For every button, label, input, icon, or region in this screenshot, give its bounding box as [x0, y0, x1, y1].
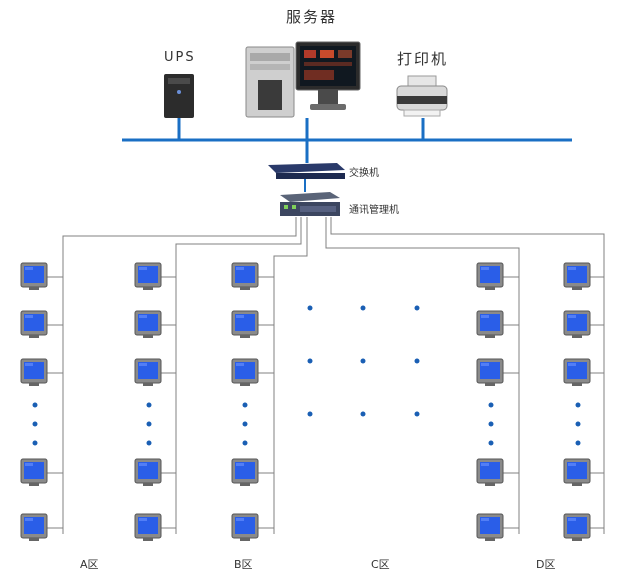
column-ellipsis-dots — [32, 402, 581, 446]
meter-icon — [134, 262, 162, 291]
zone-b-label: B区 — [234, 558, 253, 571]
meter-icon — [20, 262, 48, 291]
ups-icon — [164, 74, 194, 118]
switch-icon — [268, 163, 345, 179]
bus-line-a — [62, 217, 297, 534]
bus-line-d — [325, 217, 520, 534]
meter-icon — [231, 310, 259, 339]
meter-icon — [231, 262, 259, 291]
meter-icon — [134, 513, 162, 542]
meter-icon — [563, 310, 591, 339]
meter-icon — [476, 262, 504, 291]
server-icon — [245, 41, 361, 118]
meter-icon — [476, 458, 504, 487]
meter-column-b1 — [134, 262, 162, 542]
ups-label: UPS — [164, 50, 196, 65]
branch-stubs — [46, 276, 604, 529]
meter-icon — [231, 358, 259, 387]
meter-icon — [20, 358, 48, 387]
meter-icon — [476, 513, 504, 542]
meter-icon — [231, 458, 259, 487]
meter-column-d2 — [563, 262, 591, 542]
zone-c-label: C区 — [371, 558, 390, 571]
meter-icon — [563, 513, 591, 542]
meter-icon — [134, 358, 162, 387]
zone-a-label: A区 — [80, 558, 99, 571]
printer-icon — [396, 75, 448, 117]
meter-icon — [134, 310, 162, 339]
meter-icon — [563, 262, 591, 291]
meter-icon — [231, 513, 259, 542]
converter-icon — [280, 192, 340, 216]
meter-icon — [134, 458, 162, 487]
bus-line-c — [273, 217, 308, 534]
meter-icon — [476, 310, 504, 339]
server-label: 服务器 — [286, 8, 338, 26]
switch-label: 交换机 — [349, 168, 379, 179]
bus-line-e — [330, 217, 605, 534]
meter-icon — [20, 310, 48, 339]
meter-column-b2 — [231, 262, 259, 542]
zone-c-ellipsis-grid — [307, 305, 420, 417]
meter-column-d1 — [476, 262, 504, 542]
meter-icon — [563, 458, 591, 487]
meter-icon — [563, 358, 591, 387]
printer-label: 打印机 — [397, 50, 449, 68]
zone-d-label: D区 — [536, 558, 556, 571]
converter-label: 通讯管理机 — [349, 205, 399, 216]
meter-icon — [476, 358, 504, 387]
bus-line-b — [175, 217, 302, 534]
meter-column-a — [20, 262, 48, 542]
bus-lines — [62, 217, 605, 534]
meter-icon — [20, 513, 48, 542]
meter-icon — [20, 458, 48, 487]
